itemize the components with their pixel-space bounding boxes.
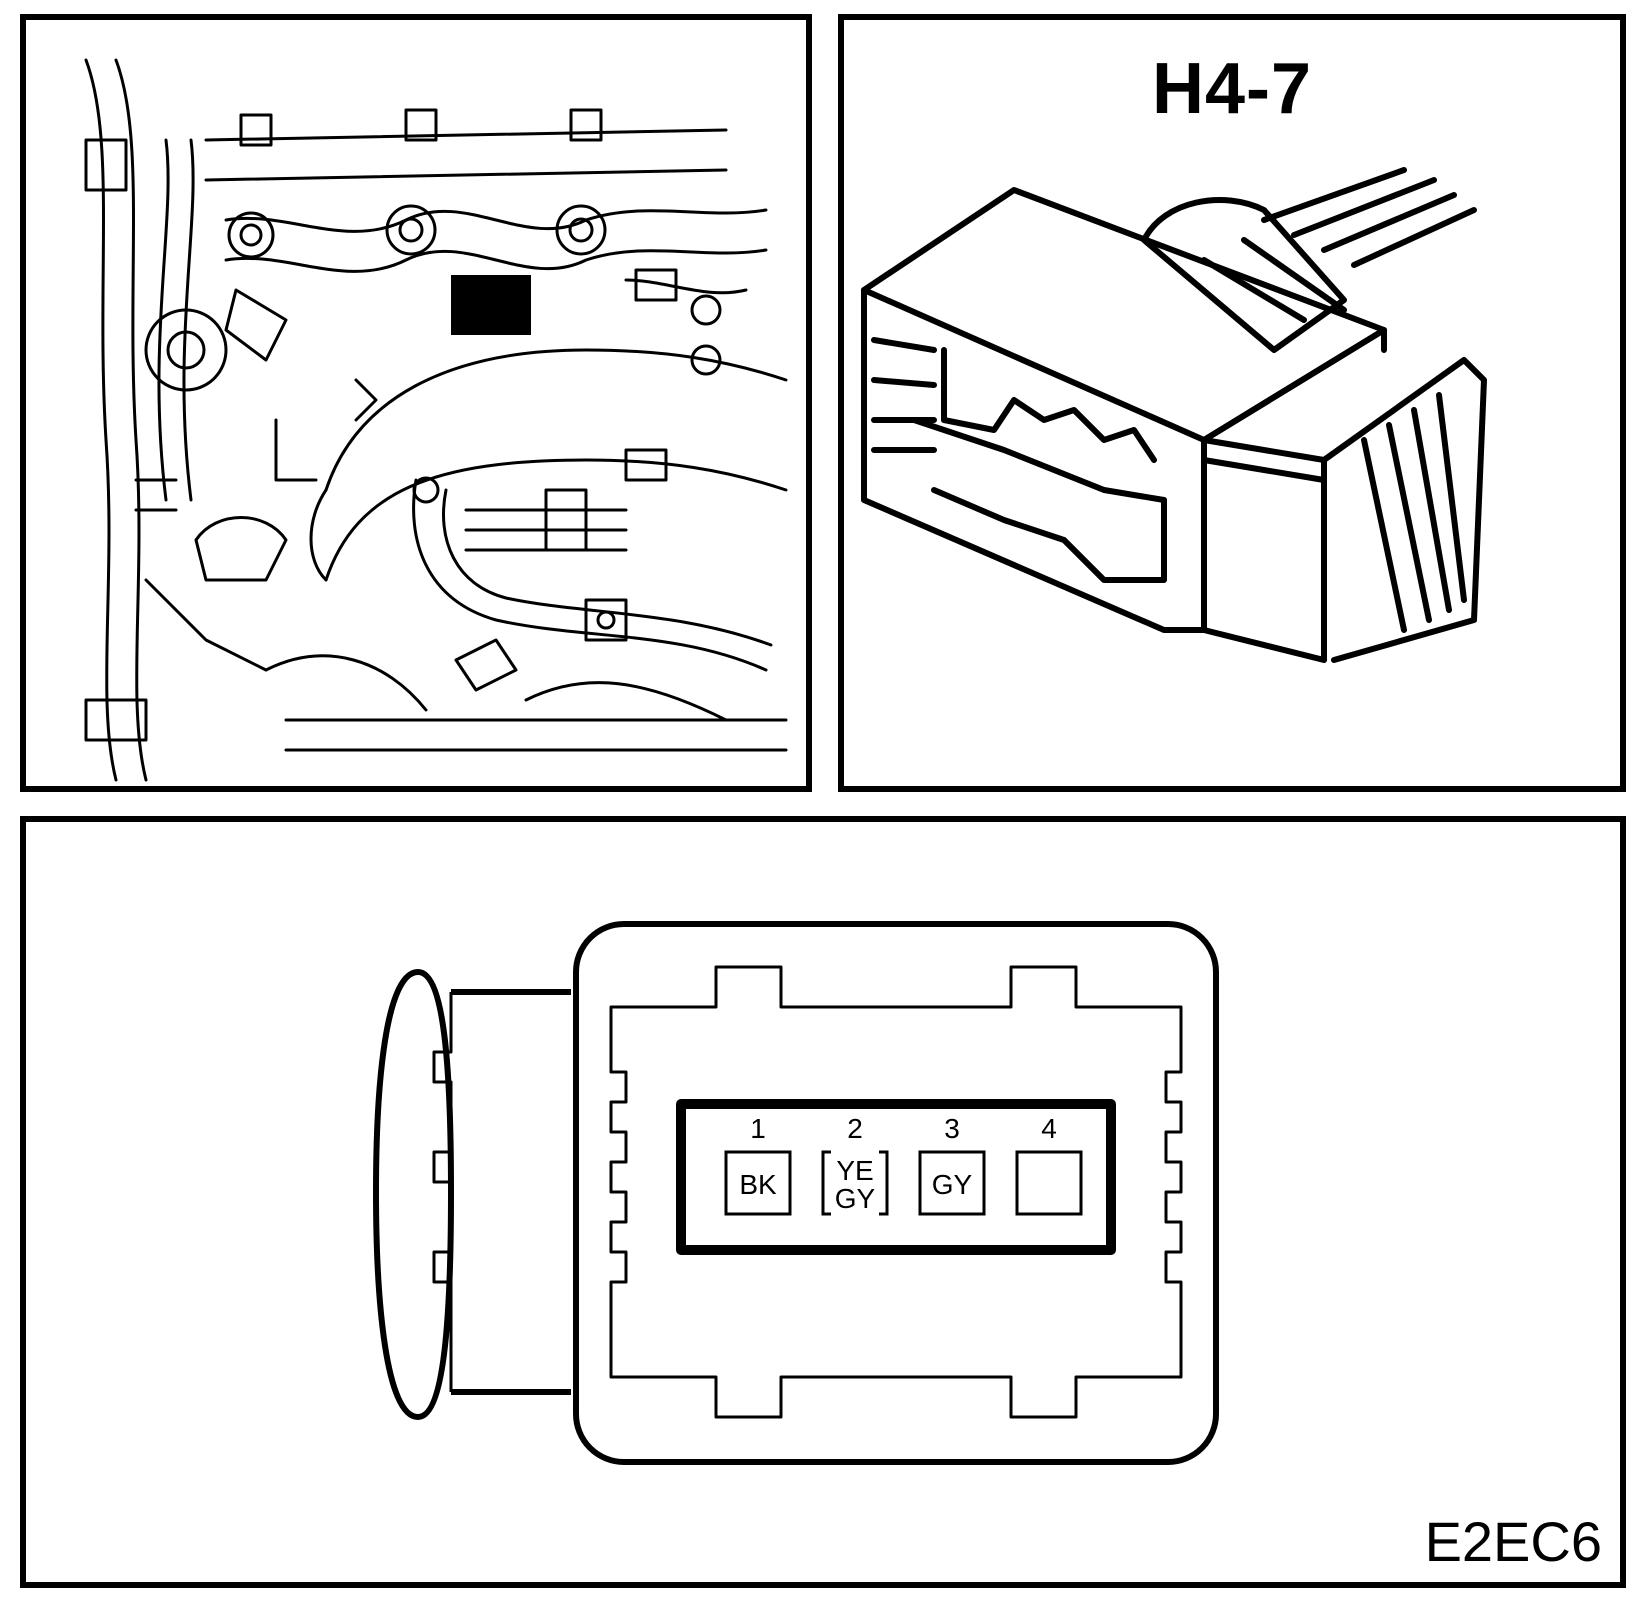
pin-wire-color-label: YE [836,1155,873,1186]
connector-view-panel: H4-7 [838,14,1626,792]
pin-wire-color-label: GY [932,1169,973,1200]
connector-3d-drawing [861,167,1487,663]
connector-id-label: H4-7 [1151,49,1313,129]
pin-cavity [1015,1150,1083,1216]
engine-bay-locator-panel [20,14,812,792]
pin-wire-color-label: BK [739,1169,777,1200]
pin-number-label: 4 [1041,1113,1057,1144]
pin-cavity [918,1150,986,1216]
pin-number-label: 2 [847,1113,863,1144]
pin-number-label: 3 [944,1113,960,1144]
engine-bay-illustration [84,58,788,782]
pin-cavity [724,1150,792,1216]
pin-cavity [821,1150,889,1216]
pin-number-label: 1 [750,1113,766,1144]
pin-wire-color-label: GY [835,1183,876,1214]
connector-location-highlight [451,275,531,335]
figure-code-label: E2EC6 [1424,1510,1602,1573]
